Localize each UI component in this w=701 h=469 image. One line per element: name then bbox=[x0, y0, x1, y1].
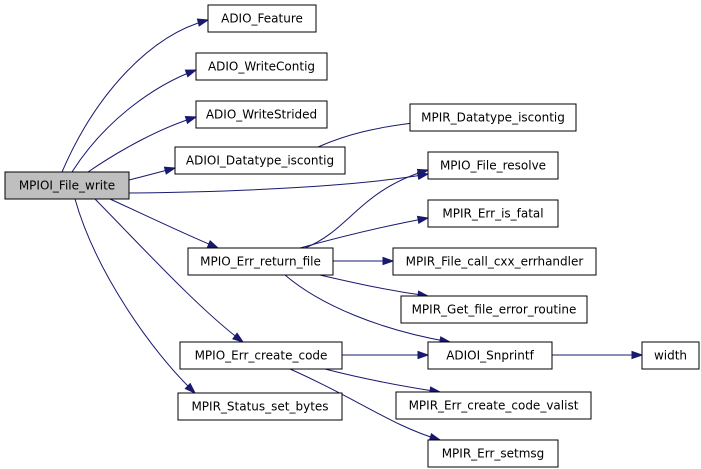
arrowhead-icon bbox=[196, 18, 210, 27]
arrowhead-icon bbox=[184, 382, 197, 395]
edge-line bbox=[289, 368, 441, 441]
node-box bbox=[427, 199, 559, 228]
edge-line bbox=[94, 198, 244, 343]
node-adioi-snprintf[interactable]: ADIOI_Snprintf bbox=[427, 341, 553, 370]
node-mpir-datatype-iscontig[interactable]: MPIR_Datatype_iscontig bbox=[409, 103, 577, 132]
arrowhead-icon bbox=[416, 168, 430, 177]
node-box bbox=[195, 52, 328, 81]
edge-line bbox=[284, 274, 451, 343]
node-box bbox=[427, 151, 559, 180]
edge-line bbox=[299, 217, 429, 249]
node-label: MPIR_Status_set_bytes bbox=[191, 400, 328, 414]
edge-mpioi-file-write-to-adioi-datatype-iscontig bbox=[128, 166, 177, 181]
node-mpio-err-return-file[interactable]: MPIO_Err_return_file bbox=[187, 247, 334, 276]
edge-line bbox=[87, 116, 197, 173]
node-label: MPIR_Err_create_code_valist bbox=[409, 399, 579, 413]
node-mpir-err-setmsg[interactable]: MPIR_Err_setmsg bbox=[427, 439, 559, 468]
edge-line bbox=[71, 69, 197, 173]
node-box bbox=[392, 247, 597, 276]
node-label: MPIOI_File_write bbox=[19, 179, 115, 193]
node-label: ADIOI_Snprintf bbox=[446, 349, 534, 363]
node-mpio-err-create-code[interactable]: MPIO_Err_create_code bbox=[179, 341, 343, 370]
node-adioi-datatype-iscontig[interactable]: ADIOI_Datatype_iscontig bbox=[174, 146, 346, 175]
node-mpioi-file-write[interactable]: MPIOI_File_write bbox=[4, 171, 130, 200]
arrowhead-icon bbox=[417, 350, 430, 360]
node-box bbox=[179, 341, 343, 370]
node-label: ADIO_WriteContig bbox=[208, 60, 315, 74]
edge-mpioi-file-write-to-mpio-err-create-code bbox=[94, 198, 245, 343]
edge-mpio-err-create-code-to-adioi-snprintf bbox=[342, 350, 430, 360]
edge-line bbox=[319, 274, 429, 297]
edge-adioi-datatype-iscontig-to-mpir-datatype-iscontig bbox=[317, 118, 424, 148]
node-box bbox=[400, 295, 588, 324]
node-box bbox=[207, 4, 317, 33]
edge-line bbox=[324, 368, 441, 393]
arrowhead-icon bbox=[163, 166, 177, 175]
edge-line bbox=[74, 198, 196, 394]
node-width[interactable]: width bbox=[641, 341, 700, 370]
node-box bbox=[177, 392, 343, 421]
edge-line bbox=[317, 121, 423, 148]
edge-mpioi-file-write-to-mpir-status-set-bytes bbox=[74, 198, 197, 395]
node-box bbox=[4, 171, 130, 200]
edge-mpioi-file-write-to-adio-writestrided bbox=[87, 116, 198, 173]
arrowhead-icon bbox=[428, 432, 442, 442]
arrowhead-icon bbox=[416, 215, 430, 225]
call-graph-nodes: MPIOI_File_write ADIO_FeatureADIO_WriteCo… bbox=[4, 4, 700, 468]
node-mpir-err-create-code-valist[interactable]: MPIR_Err_create_code_valist bbox=[395, 391, 592, 420]
node-box bbox=[195, 100, 328, 129]
node-adio-writestrided[interactable]: ADIO_WriteStrided bbox=[195, 100, 328, 129]
node-label: MPIO_File_resolve bbox=[440, 159, 546, 173]
node-label: width bbox=[654, 349, 687, 363]
edge-line bbox=[304, 169, 429, 249]
edge-mpio-err-return-file-to-mpir-file-call-cxx-errhandler bbox=[333, 256, 395, 266]
edge-mpio-err-return-file-to-mpir-err-is-fatal bbox=[299, 215, 430, 249]
edge-mpioi-file-write-to-adio-feature bbox=[61, 18, 210, 173]
node-box bbox=[174, 146, 346, 175]
node-mpio-file-resolve[interactable]: MPIO_File_resolve bbox=[427, 151, 559, 180]
node-box bbox=[641, 341, 700, 370]
node-box bbox=[409, 103, 577, 132]
node-mpir-err-is-fatal[interactable]: MPIR_Err_is_fatal bbox=[427, 199, 559, 228]
node-mpir-status-set-bytes[interactable]: MPIR_Status_set_bytes bbox=[177, 392, 343, 421]
edge-line bbox=[128, 173, 429, 194]
node-label: MPIO_Err_create_code bbox=[195, 349, 328, 363]
edge-mpioi-file-write-to-adio-writecontig bbox=[71, 69, 198, 173]
arrowhead-icon bbox=[184, 116, 198, 125]
node-adio-feature[interactable]: ADIO_Feature bbox=[207, 4, 317, 33]
node-label: ADIO_Feature bbox=[221, 12, 303, 26]
arrowhead-icon bbox=[232, 332, 245, 343]
edge-mpioi-file-write-to-mpio-err-return-file bbox=[109, 198, 220, 249]
edge-adioi-snprintf-to-width bbox=[552, 350, 644, 360]
edge-mpio-err-return-file-to-mpir-get-file-error-routine bbox=[319, 274, 430, 299]
node-label: MPIO_Err_return_file bbox=[200, 255, 321, 269]
arrowhead-icon bbox=[631, 350, 644, 360]
node-adio-writecontig[interactable]: ADIO_WriteContig bbox=[195, 52, 328, 81]
edge-mpio-err-create-code-to-mpir-err-create-code-valist bbox=[324, 368, 442, 395]
node-box bbox=[427, 341, 553, 370]
node-label: ADIO_WriteStrided bbox=[206, 108, 317, 122]
node-mpir-get-file-error-routine[interactable]: MPIR_Get_file_error_routine bbox=[400, 295, 588, 324]
call-graph-edges bbox=[61, 18, 644, 442]
node-label: MPIR_File_call_cxx_errhandler bbox=[406, 255, 584, 269]
node-label: MPIR_Err_setmsg bbox=[442, 447, 545, 461]
arrowhead-icon bbox=[206, 240, 220, 249]
node-box bbox=[187, 247, 334, 276]
node-box bbox=[427, 439, 559, 468]
edge-line bbox=[61, 19, 209, 173]
node-label: MPIR_Err_is_fatal bbox=[442, 207, 543, 221]
arrowhead-icon bbox=[184, 69, 198, 78]
node-label: MPIR_Datatype_iscontig bbox=[421, 111, 565, 125]
node-mpir-file-call-cxx-errhandler[interactable]: MPIR_File_call_cxx_errhandler bbox=[392, 247, 597, 276]
edge-mpio-err-return-file-to-mpio-file-resolve bbox=[304, 168, 430, 249]
node-label: MPIR_Get_file_error_routine bbox=[412, 303, 577, 317]
node-label: ADIOI_Datatype_iscontig bbox=[186, 154, 334, 168]
edge-line bbox=[109, 198, 219, 249]
arrowhead-icon bbox=[382, 256, 395, 266]
node-box bbox=[395, 391, 592, 420]
